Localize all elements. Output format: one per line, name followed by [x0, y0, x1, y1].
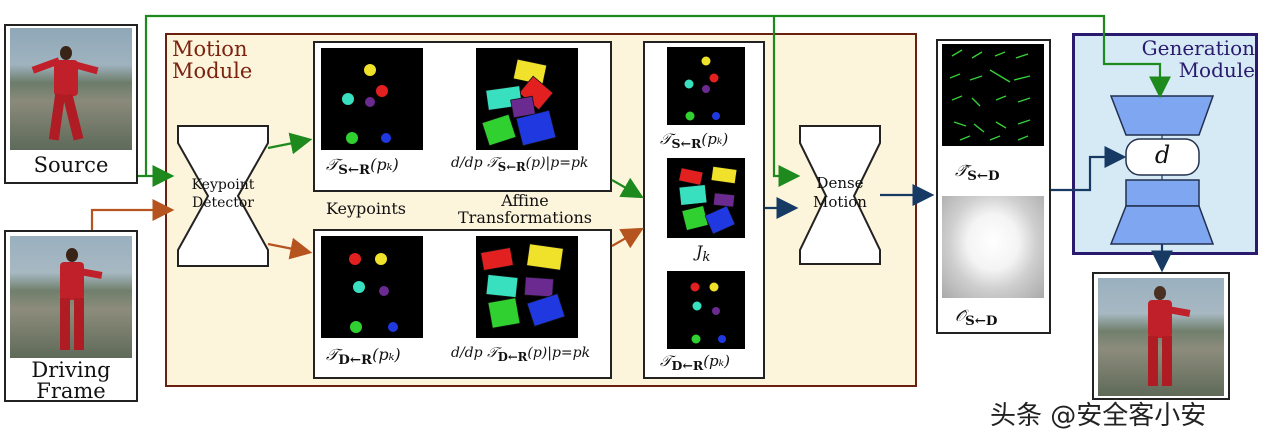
label-mid-t-dr: 𝒯D←R(pₖ): [660, 352, 730, 373]
label-deriv-t-dr: d/dp 𝒯D←R(p)|p=pk: [451, 345, 591, 364]
orange-arrows: [90, 199, 644, 260]
generator-decoder-top: [1125, 179, 1200, 207]
label-jk: Jk: [696, 242, 711, 266]
generator-encoder-shape: [1109, 95, 1215, 136]
generation-module-title: Generation Module: [1141, 36, 1255, 82]
label-t-sd-hat: 𝒯̂S←D: [955, 161, 1000, 185]
source-image: [10, 28, 132, 150]
green-arrows: [138, 14, 1171, 199]
output-image: [1098, 278, 1224, 396]
mid-driving-dots: [690, 282, 726, 344]
label-t-dr-pk: 𝒯D←R(pₖ): [326, 345, 401, 369]
bottleneck-d-label: d: [1154, 141, 1171, 169]
driving-label: Driving Frame: [31, 358, 111, 403]
keypoint-detector-label: Keypoint Detector: [191, 177, 255, 211]
driving-person-icon: [56, 248, 103, 352]
watermark-text: 头条 @安全客小安: [990, 401, 1207, 431]
generator-decoder-shape: [1109, 205, 1215, 245]
source-affine-grids: [481, 58, 557, 147]
source-label: Source: [33, 153, 109, 177]
affine-transformations-label: Affine Transformations: [458, 191, 592, 227]
occlusion-map: [942, 196, 1044, 298]
mid-source-dots: [684, 56, 720, 121]
source-keypoint-dots: [342, 64, 391, 144]
keypoint-detector-shape: [177, 125, 269, 267]
dense-motion-label: Dense Motion: [813, 174, 867, 211]
dense-flow-map: [942, 44, 1044, 146]
keypoints-label: Keypoints: [326, 199, 406, 218]
output-person-icon: [1144, 286, 1191, 390]
navy-arrows: [765, 146, 1173, 273]
label-t-sr-pk: 𝒯S←R(pₖ): [326, 155, 399, 179]
combined-driving-keypoints: [667, 271, 745, 349]
motion-module-title: Motion Module: [172, 37, 253, 83]
label-o-sd-hat: 𝒪̂S←D: [955, 306, 998, 330]
jacobian-grids: [678, 166, 738, 235]
driving-affine-grids: [480, 243, 566, 329]
driving-keypoint-dots: [349, 253, 398, 333]
dense-flow-arrows: [949, 49, 1031, 141]
driving-keypoints-map: [321, 236, 423, 338]
label-deriv-t-sr: d/dp 𝒯S←R(p)|p=pk: [451, 155, 589, 174]
driving-image: [10, 236, 132, 358]
dense-motion-shape: [799, 125, 881, 265]
source-person-icon: [31, 46, 99, 142]
label-mid-t-sr: 𝒯S←R(pₖ): [660, 130, 729, 151]
